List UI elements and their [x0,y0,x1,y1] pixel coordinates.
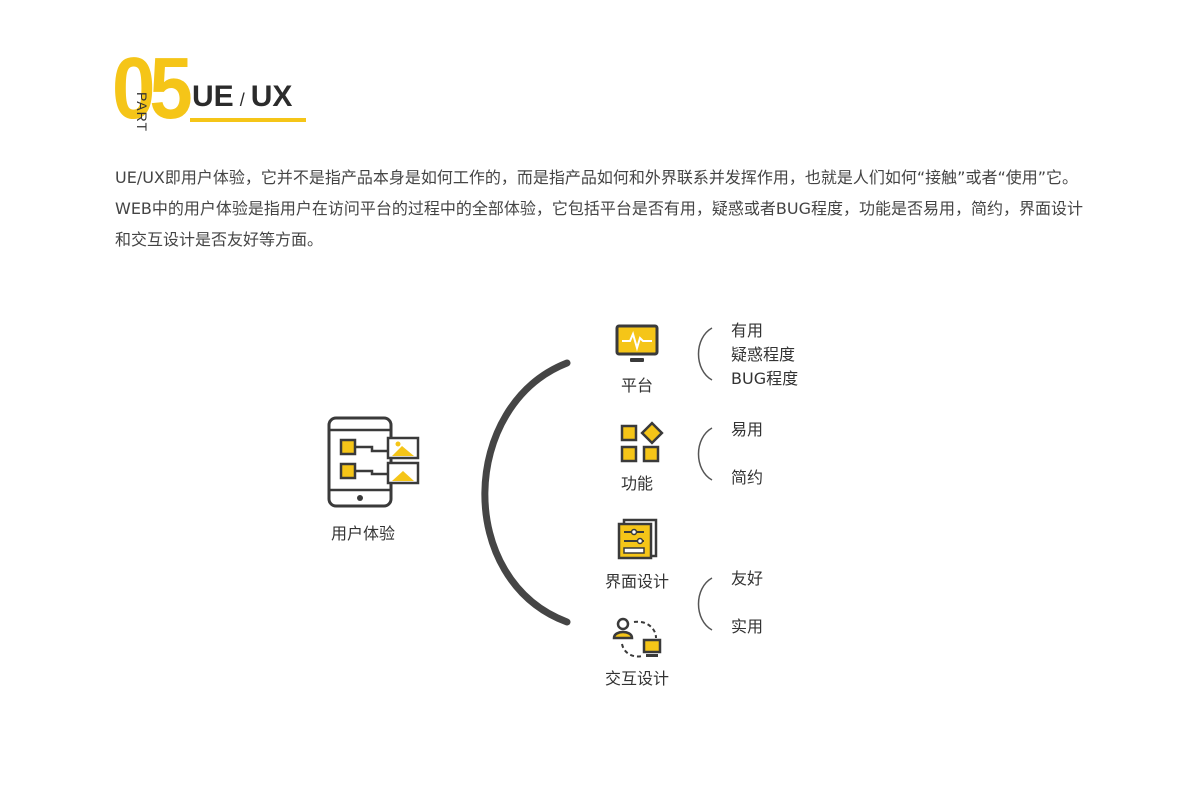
blocks-icon [620,421,664,463]
description-text: UE/UX即用户体验，它并不是指产品本身是如何工作的，而是指产品如何和外界联系并… [115,168,1083,249]
phone-flow-icon [327,416,420,508]
title-underline [190,118,306,122]
title-ue: UE [192,80,234,113]
part-number: 05 [112,38,193,137]
platform-item-useful: 有用 [731,321,764,340]
platform-item-confusion: 疑惑程度 [731,345,796,364]
title-slash: / [239,90,245,110]
bracket-interaction [697,577,713,631]
interaction-icon [612,617,662,658]
category-interaction-label: 交互设计 [604,669,669,688]
category-platform-label: 平台 [620,376,653,395]
main-arc [481,359,571,626]
bracket-platform [697,327,713,381]
part-label: PART [134,92,150,133]
page-title: UE/UX [192,80,292,114]
title-ux: UX [250,80,293,113]
interface-icon [617,518,658,560]
interaction-item-friendly: 友好 [731,569,764,588]
monitor-icon [615,324,659,362]
interaction-item-practical: 实用 [731,617,764,636]
category-function-label: 功能 [620,474,653,493]
bracket-function [697,427,713,481]
function-item-simple: 简约 [731,468,764,487]
center-label: 用户体验 [330,524,395,543]
function-item-easy: 易用 [731,420,764,439]
category-interface-label: 界面设计 [604,572,669,591]
platform-item-bug: BUG程度 [731,369,799,388]
